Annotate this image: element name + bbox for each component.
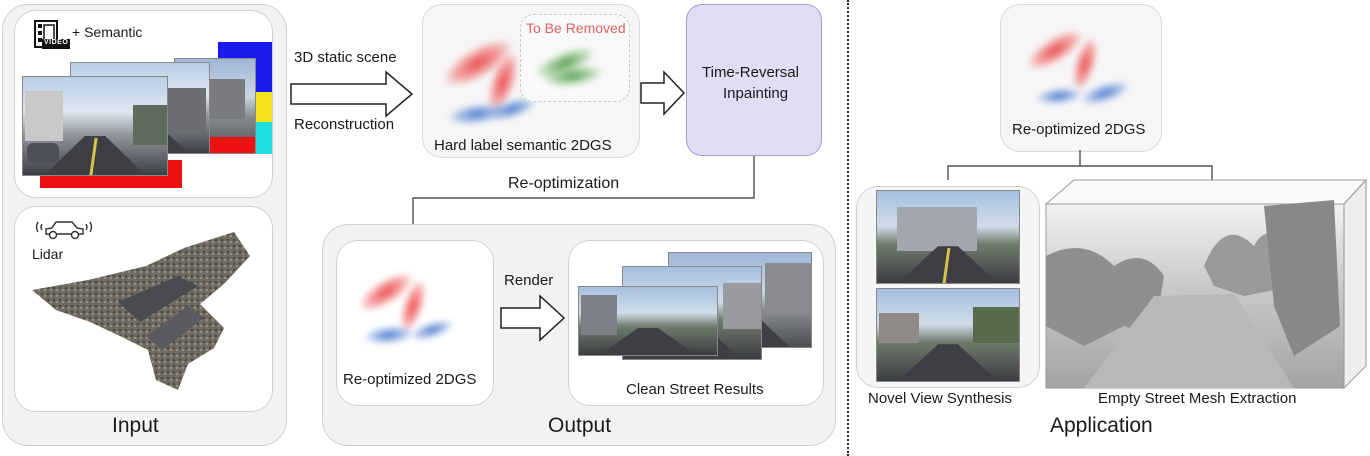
- render-arrow: [500, 294, 566, 342]
- nvs-frame-bottom: [876, 288, 1020, 382]
- arrow1-bottom-label: Reconstruction: [294, 116, 395, 133]
- mesh-caption: Empty Street Mesh Extraction: [1098, 390, 1297, 407]
- render-label: Render: [504, 272, 554, 289]
- hard-label-caption: Hard label semantic 2DGS: [434, 137, 612, 154]
- semantic-frame-front: [22, 76, 168, 176]
- input-title: Input: [112, 414, 159, 437]
- nvs-caption: Novel View Synthesis: [868, 390, 1012, 407]
- car-lidar-icon: [34, 216, 94, 242]
- reoptimization-label: Re-optimization: [508, 175, 620, 192]
- video-badge: VIDEO: [44, 39, 69, 46]
- nvs-frame-top: [876, 190, 1020, 284]
- section-divider: [847, 0, 849, 456]
- lidar-point-cloud: [28, 226, 258, 394]
- app-branch-connector: [940, 150, 1220, 182]
- inpainting-line1: Time-Reversal: [702, 64, 799, 81]
- time-reversal-inpainting-box: [686, 4, 822, 156]
- reconstruction-arrow: [290, 70, 414, 118]
- lidar-label: Lidar: [32, 246, 64, 262]
- semantic-label: + Semantic: [72, 24, 143, 40]
- clean-street-caption: Clean Street Results: [626, 381, 764, 398]
- clean-frame-front: [578, 286, 718, 356]
- application-title: Application: [1050, 414, 1153, 437]
- inpainting-line2: Inpainting: [723, 85, 789, 102]
- arrow1-top-label: 3D static scene: [294, 49, 397, 66]
- app-reopt-caption: Re-optimized 2DGS: [1012, 121, 1146, 138]
- inpainting-arrow: [640, 70, 686, 116]
- video-icon: [34, 20, 74, 50]
- output-title: Output: [548, 414, 612, 437]
- mesh-box: [1044, 176, 1368, 390]
- to-be-removed-label: To Be Removed: [526, 20, 626, 36]
- output-reopt-caption: Re-optimized 2DGS: [343, 371, 477, 388]
